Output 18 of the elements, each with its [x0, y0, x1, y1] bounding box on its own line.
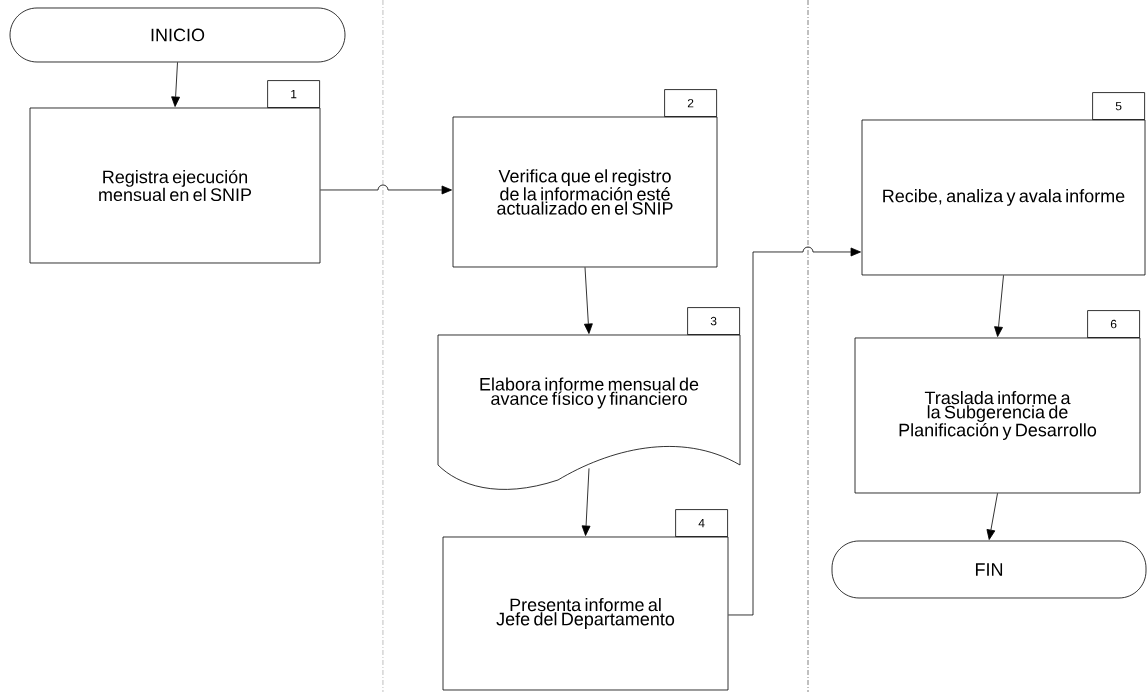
- arrow: [584, 267, 593, 334]
- process-box: Traslada informe a la Subgerencia de Planificación y Desarrollo: [854, 337, 1141, 494]
- step-number: 3: [687, 307, 740, 335]
- process-box: Recibe, analiza y avala informe: [861, 119, 1146, 276]
- arrow: [171, 62, 180, 107]
- arrow: [728, 246, 861, 616]
- process-box: Verifica que el registro de la información esté actualizado en el SNIP: [452, 116, 718, 268]
- process-box: Registra ejecución mensual en el SNIP: [29, 107, 321, 264]
- arrow: [986, 493, 998, 540]
- step-number: 4: [675, 509, 728, 537]
- arrow: [581, 468, 591, 536]
- step-number: 6: [1087, 310, 1140, 338]
- process-box: Presenta informe al Jefe del Departamento: [442, 536, 729, 691]
- step-number: 1: [267, 80, 320, 108]
- step-number: 2: [664, 89, 717, 117]
- arrow: [320, 184, 452, 195]
- step-number: 5: [1092, 92, 1145, 120]
- arrow: [994, 275, 1004, 337]
